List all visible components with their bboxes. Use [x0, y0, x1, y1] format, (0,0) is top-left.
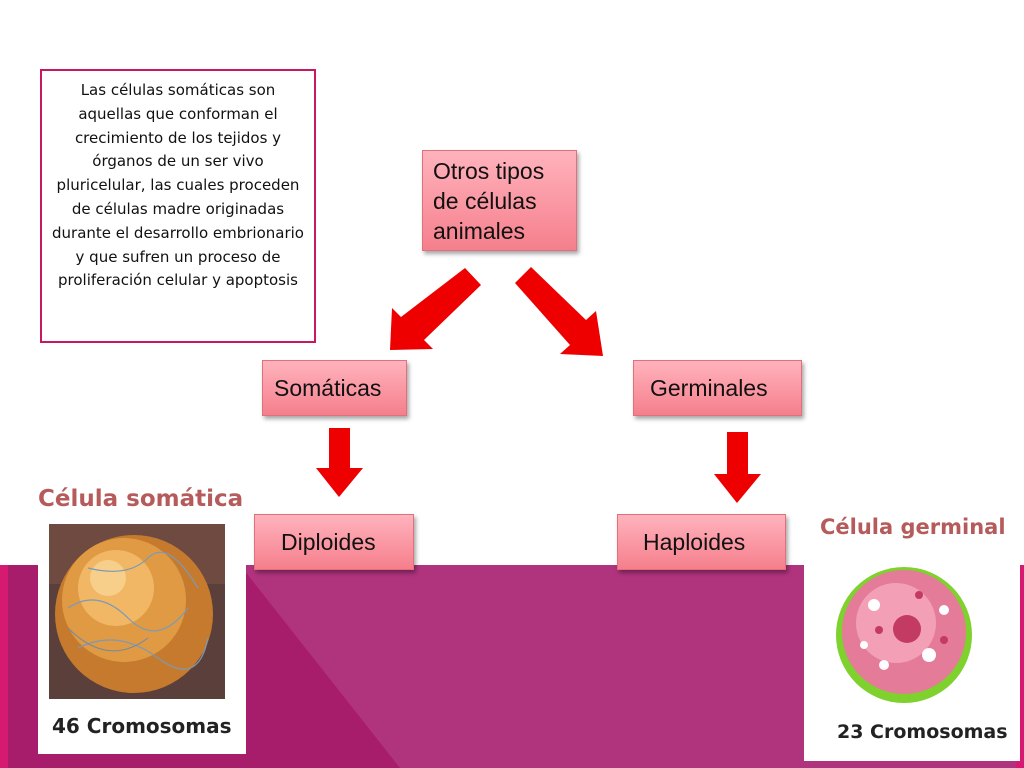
node-haploides: Haploides — [617, 514, 786, 570]
node-diploides-label: Diploides — [281, 528, 376, 555]
arrow-somaticas-to-diploides — [316, 428, 363, 497]
node-otros-tipos-label: Otros tipos de células animales — [433, 157, 545, 244]
germ-cell-caption: 23 Cromosomas — [837, 721, 1008, 743]
germ-cell-card: Célula germinal 23 Cromosomas — [804, 505, 1020, 761]
germ-cell-image — [836, 567, 972, 703]
somatic-cell-title: Célula somática — [38, 486, 244, 512]
germ-cell-title: Célula germinal — [820, 515, 1006, 539]
node-germinales-label: Germinales — [650, 374, 768, 401]
arrow-root-to-somaticas — [390, 268, 481, 350]
node-diploides: Diploides — [254, 514, 414, 570]
somatic-cell-card: 46 Cromosomas — [38, 518, 246, 754]
node-otros-tipos: Otros tipos de células animales — [422, 150, 577, 251]
arrow-root-to-germinales — [515, 267, 603, 356]
node-haploides-label: Haploides — [643, 528, 746, 555]
node-germinales: Germinales — [633, 360, 802, 416]
node-somaticas: Somáticas — [262, 360, 407, 416]
node-somaticas-label: Somáticas — [274, 374, 382, 401]
somatic-cell-caption: 46 Cromosomas — [52, 714, 232, 738]
arrow-germinales-to-haploides — [714, 432, 761, 503]
somatic-cell-image — [49, 524, 225, 699]
somatic-definition-note: Las células somáticas son aquellas que c… — [40, 69, 316, 343]
note-text: Las células somáticas son aquellas que c… — [52, 81, 304, 290]
